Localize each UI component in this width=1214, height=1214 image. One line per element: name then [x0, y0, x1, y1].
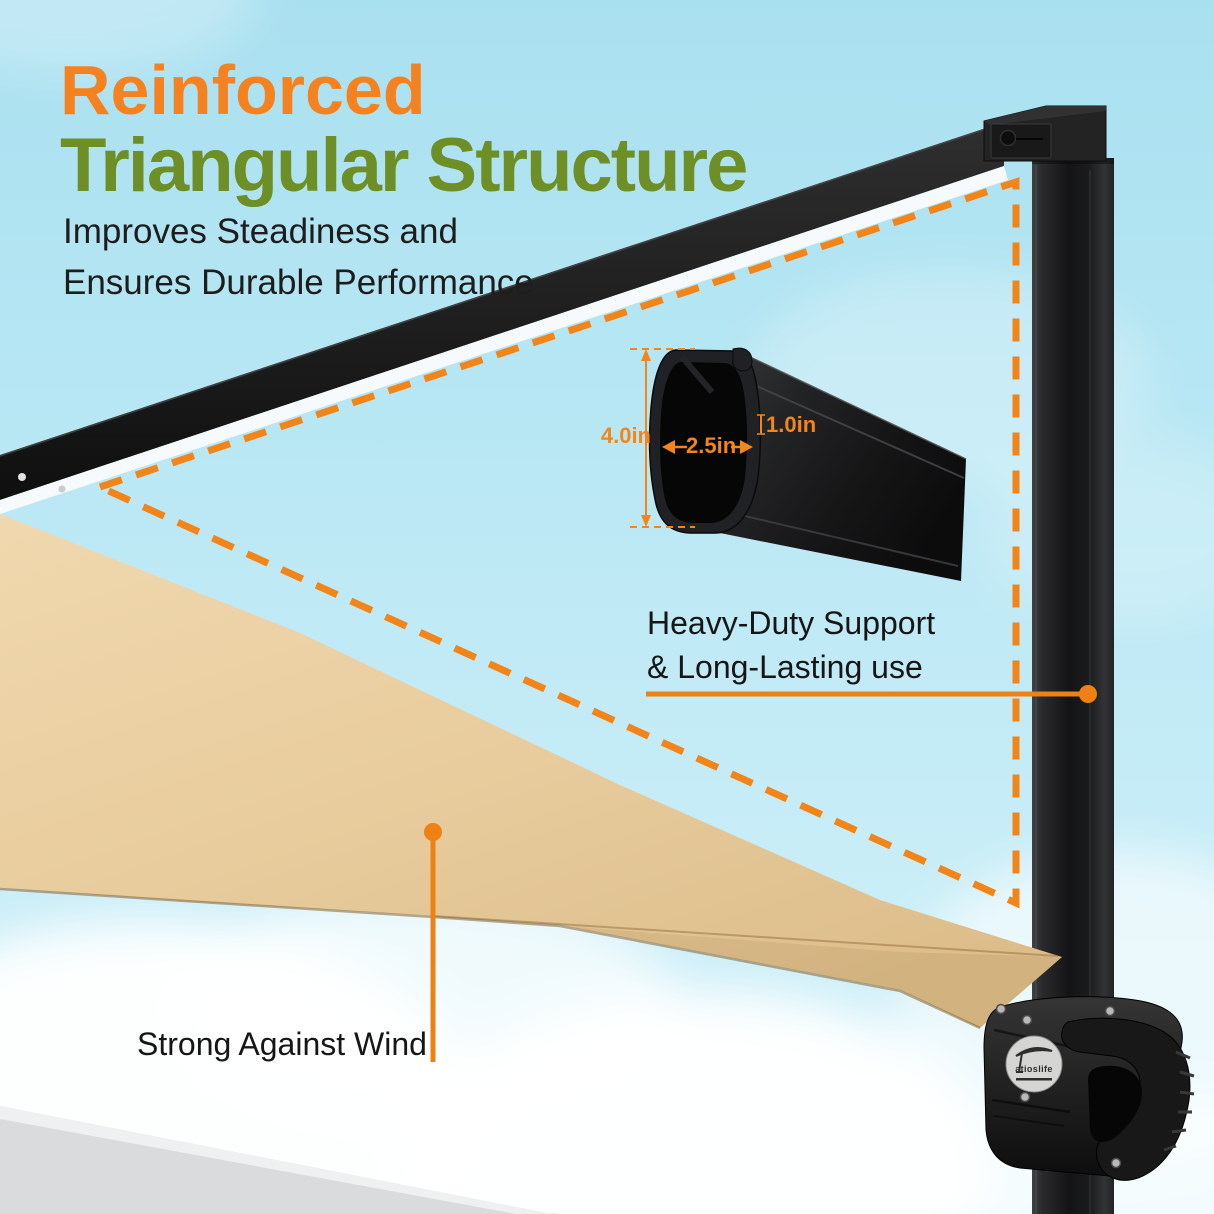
support-callout-dot: [1079, 685, 1097, 703]
wind-callout-text: Strong Against Wind: [137, 1026, 427, 1062]
profile-hook: [732, 347, 753, 372]
handle-screws: [995, 1003, 1122, 1169]
cap-bolt: [999, 129, 1017, 147]
wind-callout-dot: [424, 823, 442, 841]
logo-brand-text: atioslife: [1015, 1064, 1053, 1074]
awning-arm: [0, 122, 1008, 514]
pole-cap: [983, 105, 1107, 162]
umbrella-logo-icon: [1015, 1046, 1053, 1073]
handle-grip-hole: [1088, 1065, 1143, 1143]
headline-main: Triangular Structure: [60, 123, 748, 208]
subtitle: Improves Steadiness and Ensures Durable …: [63, 206, 534, 308]
handle-grip: [1061, 1017, 1191, 1181]
arm-bolt: [58, 485, 66, 493]
dimension-thickness-label: 1.0in: [766, 412, 817, 437]
subtitle-line2: Ensures Durable Performance: [63, 263, 534, 302]
arm-bolt: [18, 473, 26, 481]
support-callout-line2: & Long-Lasting use: [647, 649, 923, 685]
support-callout-text: Heavy-Duty Support & Long-Lasting use: [647, 601, 935, 689]
subtitle-line1: Improves Steadiness and: [63, 212, 458, 251]
background-wall: [0, 1106, 560, 1214]
dimension-lines: [630, 348, 765, 528]
pole-cross-section: [648, 347, 967, 581]
crank-handle: [983, 996, 1195, 1181]
dimension-height-label: 4.0in: [600, 423, 651, 448]
callout-lines: [424, 685, 1097, 1062]
support-callout-line1: Heavy-Duty Support: [647, 605, 936, 641]
canopy: [0, 514, 1062, 1030]
dimension-width-label: 2.5in: [686, 433, 737, 458]
headline-accent: Reinforced: [60, 51, 426, 129]
canopy-roll-edge: [0, 166, 1008, 514]
